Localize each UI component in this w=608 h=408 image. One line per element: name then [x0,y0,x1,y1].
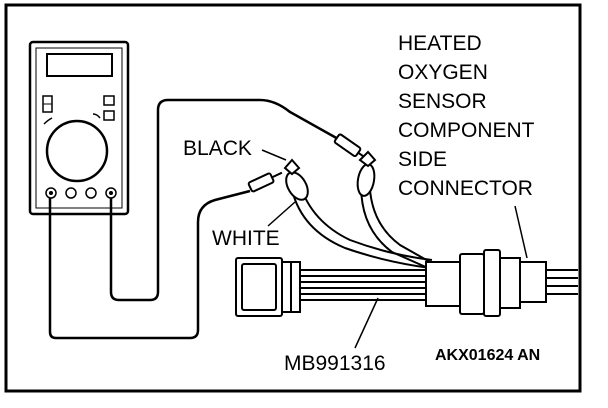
label-tool: MB991316 [284,352,386,375]
component-connector [425,205,578,317]
mb991316-harness [298,269,430,349]
label-white: WHITE [212,227,280,250]
title-line-3: SENSOR [398,90,487,113]
figure-frame [4,3,582,393]
label-black: BLACK [183,137,252,160]
alligator-clip-black [356,150,377,197]
connector-icon [235,257,301,317]
meter-lead-right [109,98,341,302]
label-code: AKX01624 AN [435,347,540,364]
title-line-6: CONNECTOR [398,177,533,200]
title-line-4: COMPONENT [398,119,535,142]
meter-lead-left [48,189,251,340]
title-line-1: HEATED [398,32,482,55]
title-line-5: SIDE [398,148,447,171]
title-line-2: OXYGEN [398,61,488,84]
multimeter-icon [28,40,130,216]
probe-clip-icon [247,133,369,193]
alligator-clip-white [283,158,309,201]
